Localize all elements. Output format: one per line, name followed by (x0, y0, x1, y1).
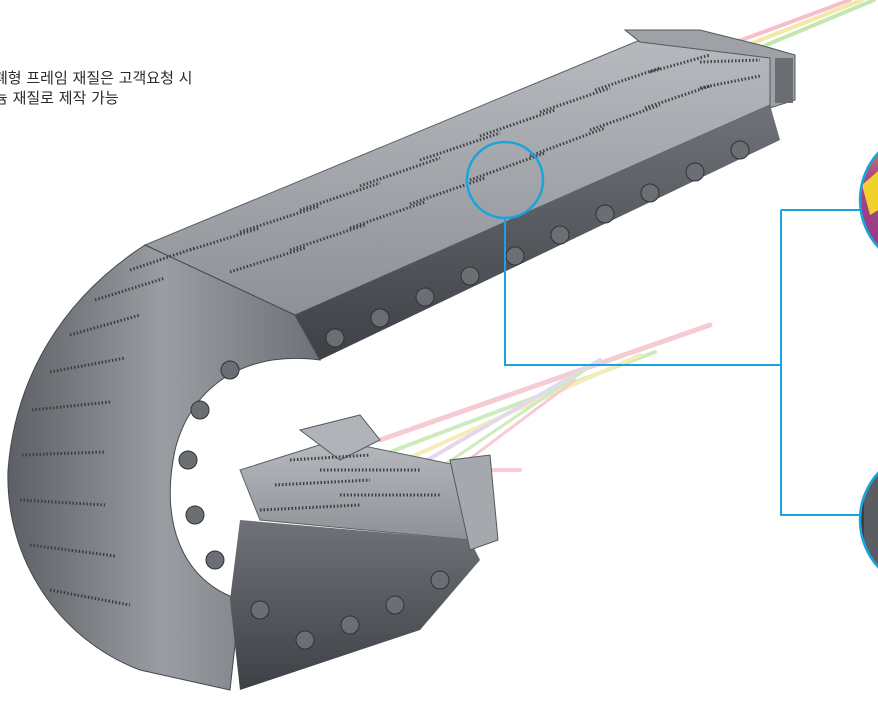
caption-text: 폐형 프레임 재질은 고객요청 시 늄 재질로 제작 가능 (0, 68, 192, 108)
detail-inset-bottom (858, 450, 878, 590)
cables-bottom (377, 322, 713, 487)
chain-link-knuckles (178, 140, 750, 650)
mounting-bracket-bottom (298, 414, 381, 461)
chain-lower-side (230, 520, 480, 690)
caption-line-2: 늄 재질로 제작 가능 (0, 89, 119, 107)
chain-slots-upper (189, 53, 761, 274)
chain-slots-bend (19, 246, 196, 607)
mounting-bracket-top (623, 29, 796, 109)
chain-bend (7, 244, 321, 691)
callout-line (504, 209, 865, 516)
chain-slots-lower (259, 453, 440, 512)
detail-inset-top (858, 130, 878, 270)
mounting-bracket-bottom-right (449, 454, 499, 551)
caption-line-1: 폐형 프레임 재질은 고객요청 시 (0, 69, 193, 87)
